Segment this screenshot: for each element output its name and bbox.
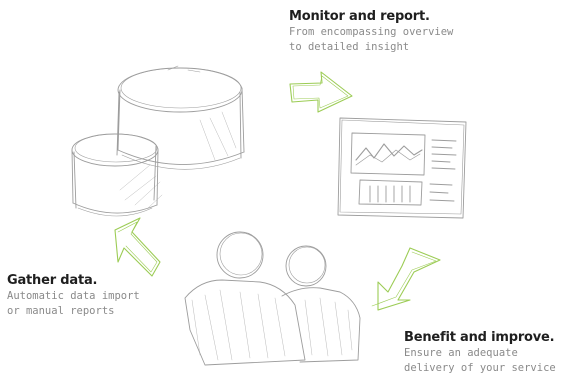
step-title: Benefit and improve. (404, 330, 555, 345)
step-description: From encompassing overview (289, 26, 454, 38)
step-title: Monitor and report. (289, 9, 430, 24)
step-benefit: Benefit and improve. Ensure an adequate … (404, 330, 556, 376)
step-description: Automatic data import (7, 290, 140, 302)
step-gather: Gather data. Automatic data import or ma… (7, 273, 140, 319)
step-description: to detailed insight (289, 41, 410, 53)
people-icon (184, 231, 361, 366)
database-icon (71, 65, 245, 217)
step-title: Gather data. (7, 273, 98, 288)
step-description: delivery of your service (404, 362, 556, 374)
dashboard-icon (337, 117, 467, 219)
step-monitor: Monitor and report. From encompassing ov… (289, 9, 453, 55)
step-description: Ensure an adequate (404, 347, 518, 359)
step-description: or manual reports (7, 305, 115, 317)
cycle-arrow-icon (114, 71, 441, 311)
